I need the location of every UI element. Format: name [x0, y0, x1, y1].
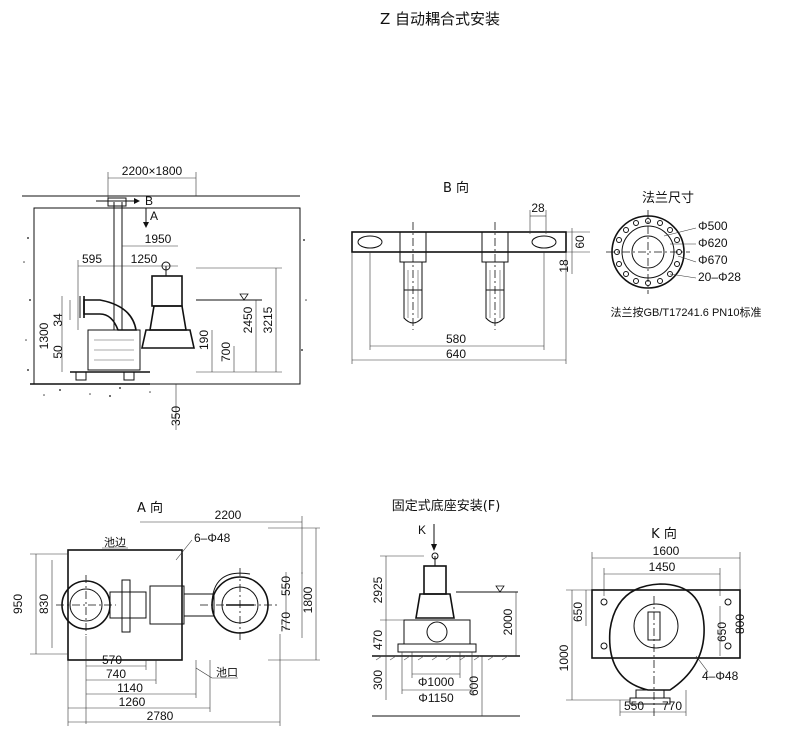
label-pool-edge: 池边 [104, 536, 126, 549]
dim-d1000: Φ1000 [418, 675, 455, 689]
k-base-plate [591, 589, 741, 659]
a-view-title: A 向 [137, 500, 163, 516]
dim-830: 830 [37, 594, 51, 614]
dim-50: 50 [51, 345, 65, 359]
dim-2450: 2450 [241, 306, 255, 333]
dim-d1150: Φ1150 [418, 691, 454, 705]
b-view: B 向 28 60 18 580 640 [351, 180, 590, 364]
a-view: A 向 2200 池边 6–Φ48 550 18 [11, 500, 320, 726]
dim-1140: 1140 [117, 681, 143, 695]
dim-550: 550 [624, 699, 644, 713]
dim-595: 595 [82, 252, 102, 266]
k-view-title: K 向 [651, 526, 677, 542]
dim-650-left: 650 [571, 602, 585, 622]
dim-1300: 1300 [37, 322, 51, 349]
concrete-speckle [23, 237, 307, 397]
flange-holes: 20–Φ28 [698, 270, 741, 284]
dim-650-right: 650 [715, 622, 729, 642]
dim-300: 300 [371, 670, 385, 690]
dim-2200: 2200 [215, 508, 242, 522]
dim-770: 770 [279, 612, 293, 632]
dim-2000: 2000 [501, 608, 515, 635]
k-view: K 向 1600 1450 650 1000 650 800 4 [557, 526, 747, 716]
dim-640: 640 [446, 347, 466, 361]
label-pool-opening: 池口 [216, 666, 238, 679]
dim-1250: 1250 [131, 252, 158, 266]
fixed-floor-hatch [375, 655, 509, 661]
label-b: B [145, 194, 153, 208]
dim-1800: 1800 [301, 586, 315, 613]
dim-700: 700 [219, 342, 233, 362]
dim-34: 34 [51, 313, 65, 327]
dim-1000: 1000 [557, 644, 571, 671]
dim-18: 18 [557, 259, 571, 273]
dim-1450: 1450 [649, 560, 676, 574]
flange-d500: Φ500 [698, 219, 728, 233]
flange-view: 法兰尺寸 Φ500 Φ620 Φ670 20–Φ28 法兰按GB/T17241.… [606, 191, 762, 319]
flange-title: 法兰尺寸 [642, 191, 694, 206]
dim-2925: 2925 [371, 576, 385, 603]
a-discharge-flange [61, 580, 111, 630]
a-bolt-holes: 6–Φ48 [194, 531, 231, 545]
dim-770: 770 [662, 699, 682, 713]
dim-1600: 1600 [653, 544, 680, 558]
discharge-elbow [83, 299, 137, 331]
dim-600: 600 [467, 676, 481, 696]
dim-190: 190 [197, 330, 211, 350]
flange-standard-note: 法兰按GB/T17241.6 PN10标准 [610, 305, 761, 319]
pump-motor [151, 275, 183, 307]
b-view-title: B 向 [443, 180, 469, 196]
dim-550: 550 [279, 576, 293, 596]
flange-d620: Φ620 [698, 236, 728, 250]
label-a: A [150, 209, 158, 223]
flange-d670: Φ670 [698, 253, 728, 267]
fixed-pump-motor [423, 565, 447, 595]
pit-outline [33, 207, 301, 385]
dim-1260: 1260 [119, 695, 146, 709]
fixed-base-view: 固定式底座安装(F) K 2925 470 300 [371, 498, 520, 717]
k-bolt-holes: 4–Φ48 [702, 669, 739, 683]
dim-570: 570 [102, 653, 122, 667]
dim-2200x1800: 2200×1800 [122, 164, 183, 178]
dim-800: 800 [733, 614, 747, 634]
dim-580: 580 [446, 332, 466, 346]
fixed-base-title: 固定式底座安装(F) [392, 498, 501, 514]
dim-470: 470 [371, 630, 385, 650]
dim-740: 740 [106, 667, 126, 681]
dim-60: 60 [573, 235, 587, 249]
drawing-title: Z 自动耦合式安装 [380, 10, 500, 28]
k-pump-volute [608, 583, 705, 691]
label-k: K [418, 523, 426, 537]
b-top-bar [351, 231, 567, 253]
dim-350: 350 [169, 406, 183, 426]
dim-28: 28 [531, 201, 545, 215]
dim-1950: 1950 [145, 232, 172, 246]
flange-bolt-holes [614, 218, 682, 286]
side-view: 2200×1800 B A 1950 595 1250 [22, 164, 307, 430]
a-base-plate [67, 549, 183, 661]
dim-2780: 2780 [147, 709, 174, 723]
dim-950: 950 [11, 594, 25, 614]
dim-3215: 3215 [261, 306, 275, 333]
